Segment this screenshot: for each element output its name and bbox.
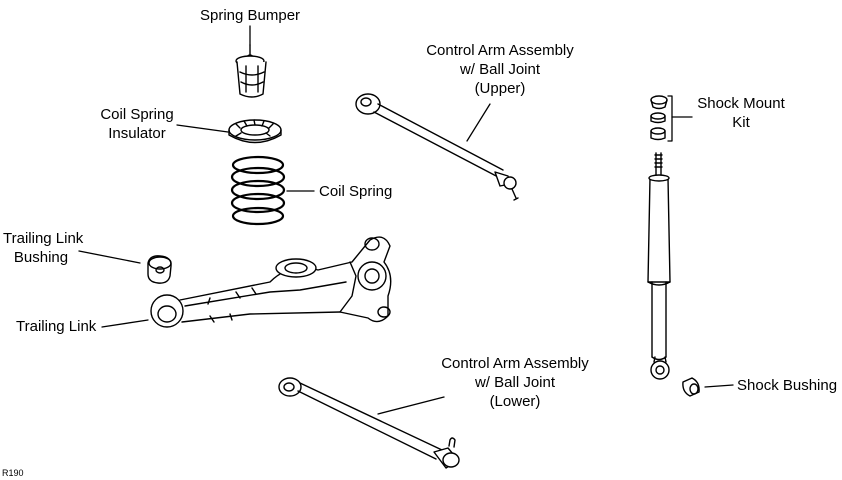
coil-spring-part (230, 155, 286, 226)
coil-spring-insulator-part (228, 119, 282, 144)
spring-bumper-label: Spring Bumper (200, 7, 301, 24)
lower-control-arm-part (278, 377, 460, 469)
coil-spring-insulator-label: Coil Spring Insulator (95, 105, 179, 143)
control-arm-upper-line-1: Control Arm Assembly (426, 42, 574, 59)
upper-control-arm-part (355, 93, 519, 201)
coil-spring-insulator-line-1: Coil Spring (100, 106, 174, 123)
shock-mount-kit-line-1: Shock Mount (697, 95, 785, 112)
shock-absorber-part (647, 152, 671, 380)
shock-mount-kit-part (650, 95, 668, 141)
shock-mount-kit-label: Shock Mount Kit (694, 94, 788, 132)
trailing-link-label: Trailing Link (16, 318, 97, 335)
shock-mount-kit-line-2: Kit (732, 114, 750, 131)
trailing-link-part (150, 236, 392, 328)
control-arm-lower-line-1: Control Arm Assembly (441, 355, 589, 372)
control-arm-upper-line-2: w/ Ball Joint (459, 61, 541, 78)
figure-code: R190 (2, 468, 24, 478)
trailing-link-bushing-line-2: Bushing (13, 249, 69, 266)
coil-spring-label: Coil Spring (319, 183, 393, 200)
control-arm-lower-label: Control Arm Assembly w/ Ball Joint (Lowe… (431, 354, 599, 411)
control-arm-lower-line-2: w/ Ball Joint (474, 374, 556, 391)
control-arm-lower-line-3: (Lower) (489, 393, 541, 410)
coil-spring-insulator-line-2: Insulator (108, 125, 166, 142)
control-arm-upper-line-3: (Upper) (474, 80, 526, 97)
trailing-link-bushing-part (147, 255, 172, 284)
leader-lines (78, 25, 734, 415)
control-arm-upper-label: Control Arm Assembly w/ Ball Joint (Uppe… (416, 41, 584, 98)
trailing-link-bushing-label: Trailing Link Bushing (3, 229, 84, 267)
spring-bumper-part (235, 44, 267, 98)
trailing-link-bushing-line-1: Trailing Link (3, 230, 84, 247)
shock-bushing-label: Shock Bushing (737, 377, 838, 394)
shock-bushing-part (682, 377, 700, 397)
